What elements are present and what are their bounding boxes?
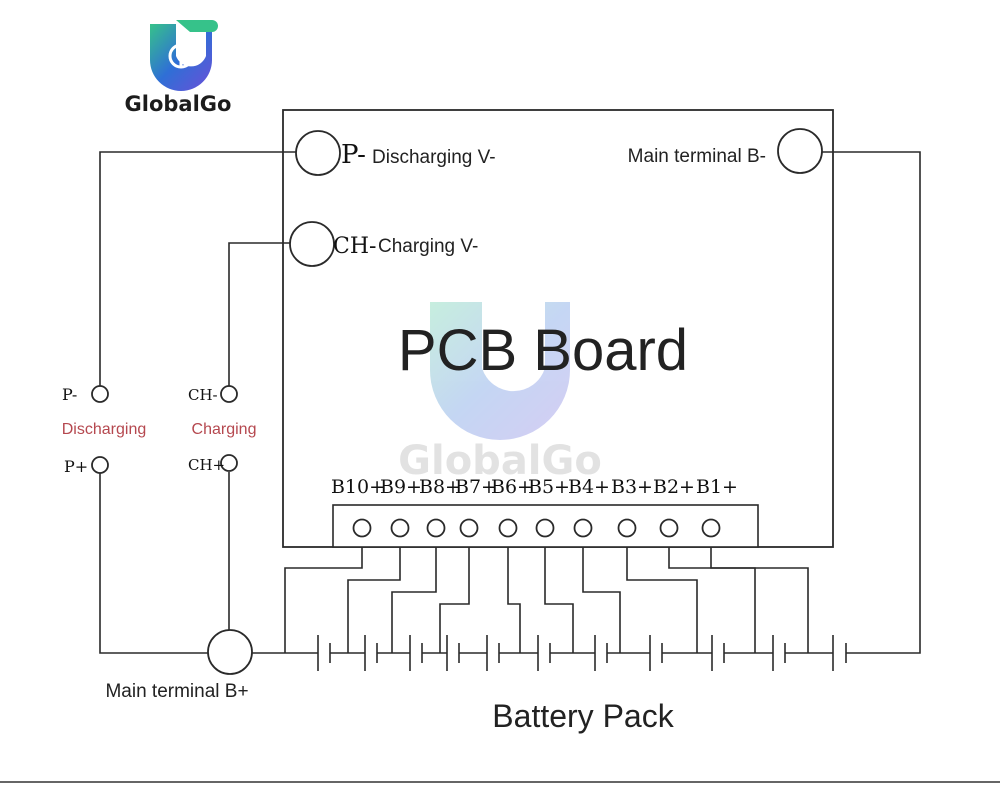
balance-pin-label: B8+	[419, 476, 461, 498]
battery-cell	[832, 635, 847, 671]
balance-pin-label: B4+	[568, 476, 610, 498]
balance-pin-label: B5+	[528, 476, 570, 498]
charge-plus-label: CH+	[188, 456, 225, 474]
p-minus-label: Discharging V-	[372, 147, 496, 168]
balance-pin-label: B1+	[696, 476, 738, 498]
battery-cell	[446, 635, 460, 671]
balance-pin-b9-plus	[390, 518, 410, 538]
main-b-minus-terminal	[777, 128, 823, 174]
ch-minus-terminal	[289, 221, 335, 267]
battery-cell	[317, 635, 331, 671]
wires	[99, 151, 921, 654]
balance-pin-label: B9+	[380, 476, 422, 498]
balance-pin-b3-plus	[617, 518, 637, 538]
brand-name: GlobalGo	[125, 92, 232, 116]
watermark-logo-icon	[430, 302, 570, 440]
p-minus-terminal	[295, 130, 341, 176]
discharge-minus-label: P-	[62, 385, 77, 404]
main-b-plus-label: Main terminal B+	[105, 681, 248, 702]
discharging-label: Discharging	[62, 421, 146, 438]
battery-cell	[711, 635, 725, 671]
main-b-minus-label: Main terminal B-	[628, 146, 766, 167]
battery-cell	[364, 635, 378, 671]
brand-logo: GlobalGo	[125, 20, 232, 116]
balance-pin-b4-plus	[573, 518, 593, 538]
battery-cell	[594, 635, 608, 671]
balance-pin-b8-plus	[426, 518, 446, 538]
balance-connector: B10+B9+B8+B7+B6+B5+B4+B3+B2+B1+	[331, 476, 759, 548]
charge-plus-port	[220, 454, 238, 472]
ch-minus-label: Charging V-	[378, 236, 478, 257]
balance-pin-b7-plus	[459, 518, 479, 538]
balance-pin-label: B2+	[653, 476, 695, 498]
main-b-plus: Main terminal B+	[105, 629, 253, 702]
watermark-text: GlobalGo	[398, 438, 602, 484]
balance-pin-b5-plus	[535, 518, 555, 538]
balance-pin-label: B7+	[455, 476, 497, 498]
battery-pack-label: Battery Pack	[492, 698, 674, 734]
pcb-board-title: PCB Board	[398, 318, 688, 383]
charge-minus-port	[220, 385, 238, 403]
discharge-minus-port	[91, 385, 109, 403]
balance-pin-b6-plus	[498, 518, 518, 538]
charge-minus-label: CH-	[188, 386, 218, 404]
ch-minus-symbol: CH-	[333, 234, 376, 259]
balance-pin-label: B10+	[331, 476, 385, 498]
battery-cell	[537, 635, 551, 671]
balance-pin-label: B6+	[491, 476, 533, 498]
battery-cell	[649, 635, 663, 671]
charging-label: Charging	[192, 421, 257, 438]
p-minus-symbol: P-	[341, 140, 366, 170]
battery-cell	[772, 635, 786, 671]
main-b-plus-terminal	[207, 629, 253, 675]
balance-pin-b2-plus	[659, 518, 679, 538]
balance-pin-b1-plus	[701, 518, 721, 538]
board-terminals: P- Discharging V- CH- Charging V- Main t…	[289, 128, 823, 267]
balance-pin-label: B3+	[611, 476, 653, 498]
logo-mark-icon	[150, 24, 212, 91]
battery-cell	[486, 635, 500, 671]
balance-pins: B10+B9+B8+B7+B6+B5+B4+B3+B2+B1+	[331, 476, 738, 538]
watermark: GlobalGo	[398, 302, 602, 484]
battery-cell	[409, 635, 423, 671]
balance-pin-b10-plus	[352, 518, 372, 538]
discharge-plus-port	[91, 456, 109, 474]
external-ports: P- Discharging P+ CH- Charging CH+	[62, 385, 257, 476]
battery-cells	[317, 635, 847, 671]
discharge-plus-label: P+	[64, 457, 88, 476]
